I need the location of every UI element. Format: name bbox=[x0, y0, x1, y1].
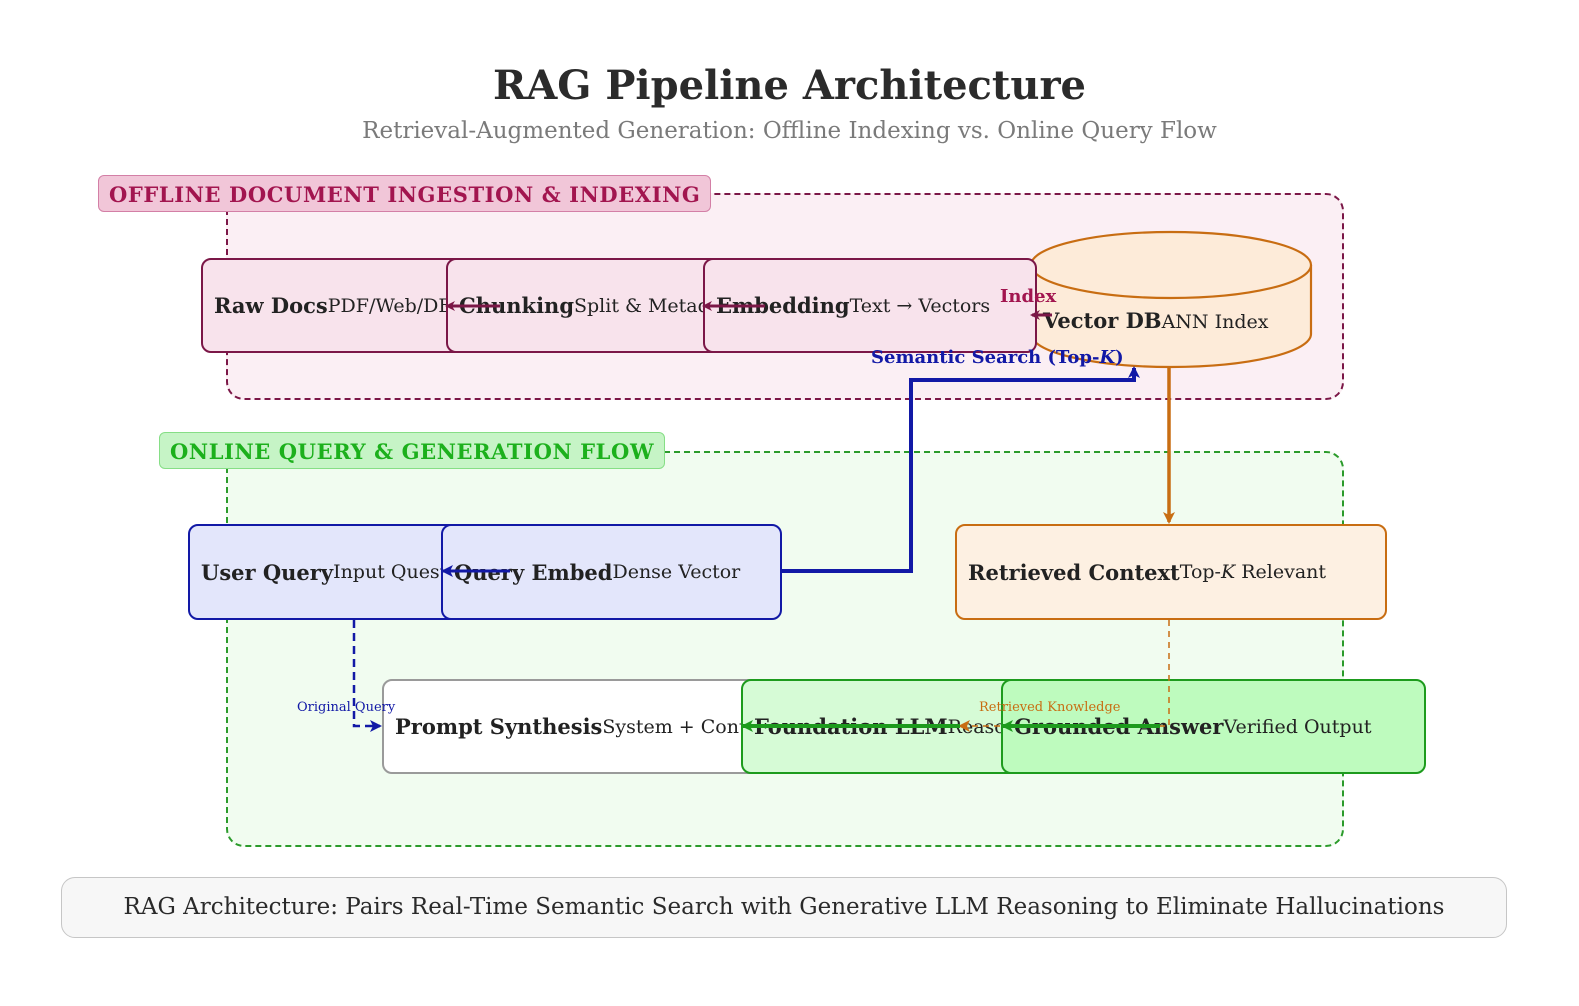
retrieved-context-title: Retrieved Context bbox=[968, 559, 1180, 585]
vector-db-desc: ANN Index bbox=[1161, 311, 1269, 333]
diagram-subtitle: Retrieval-Augmented Generation: Offline … bbox=[362, 118, 1217, 144]
user-query-title: User Query bbox=[201, 559, 334, 585]
raw-docs-desc: PDF/Web/DB bbox=[327, 294, 453, 317]
prompt-synthesis-title: Prompt Synthesis bbox=[395, 714, 603, 739]
retrieved-context-desc: Top-K Relevant bbox=[1179, 561, 1327, 583]
original-query-label: Original Query bbox=[297, 700, 396, 715]
online-region bbox=[226, 451, 1344, 847]
retrieved-knowledge-label: Retrieved Knowledge bbox=[979, 700, 1121, 715]
vector-db-title: Vector DB bbox=[1043, 308, 1162, 333]
embedding-desc: Text → Vectors bbox=[849, 294, 991, 317]
online-region-tag: ONLINE QUERY & GENERATION FLOW bbox=[159, 432, 666, 469]
edge-semantic-search bbox=[782, 366, 1140, 573]
raw-docs-title: Raw Docs bbox=[214, 293, 328, 318]
offline-region-tag: OFFLINE DOCUMENT INGESTION & INDEXING bbox=[98, 175, 712, 212]
footer-caption: RAG Architecture: Pairs Real-Time Semant… bbox=[61, 877, 1507, 938]
edge-original-query bbox=[352, 620, 382, 732]
semantic-search-label: Semantic Search (Top-K) bbox=[871, 347, 1124, 368]
query-embed-desc: Dense Vector bbox=[612, 561, 741, 583]
index-label: Index bbox=[1000, 286, 1057, 307]
chunking-desc: Split & Metadata bbox=[574, 294, 741, 317]
grounded-answer-desc: Verified Output bbox=[1223, 715, 1372, 738]
vector-db-text: Vector DBANN Index bbox=[1043, 308, 1268, 333]
diagram-title: RAG Pipeline Architecture bbox=[492, 62, 1086, 109]
